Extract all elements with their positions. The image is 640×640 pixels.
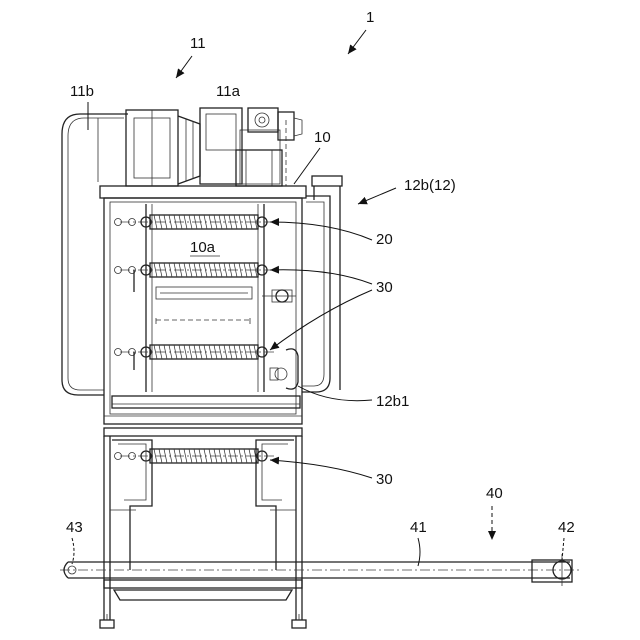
roller-row-middle xyxy=(115,263,275,277)
label-conveyor-belt: 41 xyxy=(410,519,427,536)
air-path-tower xyxy=(270,176,342,392)
label-machine: 1 xyxy=(366,9,374,26)
conveyor xyxy=(60,554,580,586)
label-cabinet: 10 xyxy=(314,129,331,146)
label-air-path: 12b(12) xyxy=(404,177,456,194)
label-conveyor: 40 xyxy=(486,485,503,502)
labels: 1 11 11a 11b 10 12b(12) 10a 20 30 12b1 3… xyxy=(66,9,575,566)
guide-bars xyxy=(156,287,296,324)
label-idler-pulley: 43 xyxy=(66,519,83,536)
label-fan-unit: 11 xyxy=(190,35,206,52)
label-duct: 11b xyxy=(70,83,94,100)
label-drive-pulley: 42 xyxy=(558,519,575,536)
label-lower-rollers: 30 xyxy=(376,471,393,488)
label-chamber: 10a xyxy=(190,239,216,256)
label-duct-opening: 12b1 xyxy=(376,393,409,410)
label-upper-rollers: 20 xyxy=(376,231,393,248)
roller-row-bottom xyxy=(115,449,275,463)
roller-row-upper xyxy=(115,215,275,229)
lower-frame xyxy=(100,428,306,628)
duct-housing xyxy=(62,114,128,395)
fan-unit xyxy=(126,108,302,186)
label-middle-rollers: 30 xyxy=(376,279,393,296)
label-fan-motor: 11a xyxy=(216,83,241,100)
roller-row-lower xyxy=(115,345,275,359)
